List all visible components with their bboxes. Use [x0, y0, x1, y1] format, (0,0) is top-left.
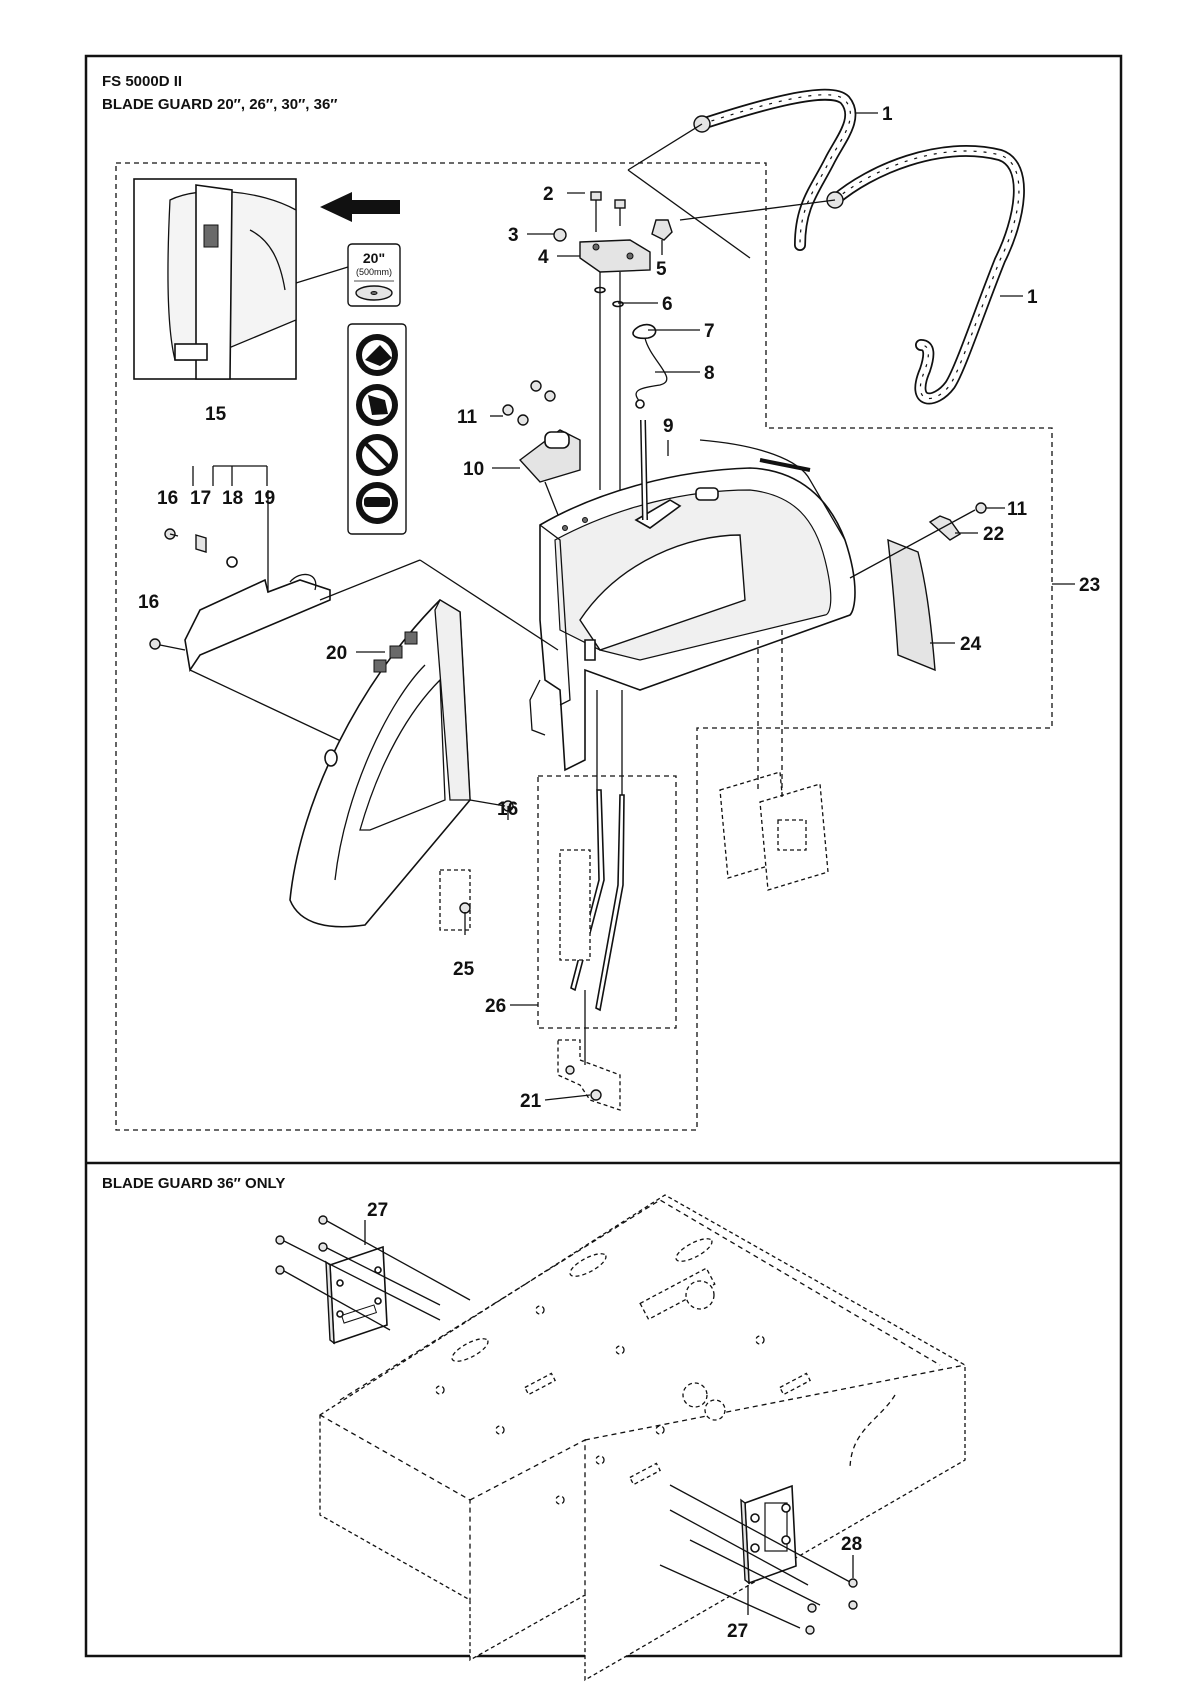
section-title-36: BLADE GUARD 36″ ONLY [102, 1175, 285, 1192]
nut-21 [590, 1089, 602, 1101]
screw-11b [975, 502, 987, 514]
rod-group-box [537, 775, 677, 1029]
callout-8: 8 [704, 363, 715, 384]
screws-11 [502, 380, 556, 426]
spacer-plates [719, 630, 829, 891]
rubber-flap-24 [887, 538, 936, 672]
blade-guard-9 [529, 419, 856, 772]
hose-part-1 [693, 88, 1025, 405]
blade-disc-icon: 20" (500mm) [347, 243, 401, 307]
callout-2: 2 [543, 184, 554, 205]
screw-16b [149, 638, 161, 650]
callout-19: 19 [254, 488, 275, 509]
washer-18 [226, 556, 238, 568]
callout-numbers: 1 1 2 3 4 5 6 7 8 9 10 11 11 15 16 17 18… [138, 104, 1100, 1642]
callout-24: 24 [960, 634, 982, 655]
callout-5: 5 [656, 259, 667, 280]
nut-25 [459, 902, 471, 914]
callout-11b: 11 [1007, 499, 1028, 520]
clip-22 [928, 515, 962, 541]
callout-26: 26 [485, 996, 506, 1017]
chassis-frame [319, 1194, 966, 1682]
callout-1a: 1 [882, 104, 893, 125]
washer-17 [195, 534, 207, 553]
no-entry-icon [356, 434, 398, 476]
callout-1b: 1 [1027, 287, 1038, 308]
view-arrow-icon [320, 192, 400, 222]
callout-22: 22 [983, 524, 1004, 545]
callout-9: 9 [663, 416, 674, 437]
assembly-boundary [115, 162, 1053, 1131]
callout-leaders [356, 112, 1075, 1101]
callout-28: 28 [841, 1534, 862, 1555]
wire-8 [635, 337, 668, 403]
rod-26 [559, 690, 625, 1012]
model-title: FS 5000D II [102, 73, 182, 90]
callout-10: 10 [463, 459, 484, 480]
callout-4: 4 [538, 247, 549, 268]
callout-20: 20 [326, 643, 347, 664]
callout-21: 21 [520, 1091, 542, 1112]
callout-17: 17 [190, 488, 211, 509]
mount-plate-27b [659, 1484, 858, 1635]
safety-pictogram-icon [347, 323, 407, 535]
mount-plate-27a [275, 1215, 471, 1345]
inset-detail [133, 178, 297, 380]
callout-16a: 16 [157, 488, 178, 509]
bolt-28 [848, 1578, 858, 1588]
callout-25: 25 [453, 959, 475, 980]
callout-18: 18 [222, 488, 243, 509]
callout-27a: 27 [367, 1200, 388, 1221]
callout-11a: 11 [457, 407, 478, 428]
bolts-2 [590, 191, 626, 232]
rod-mount [557, 1039, 621, 1111]
callout-27b: 27 [727, 1621, 748, 1642]
fitting-5 [651, 219, 673, 241]
callout-15: 15 [205, 404, 227, 425]
callout-7: 7 [704, 321, 715, 342]
callout-16c: 16 [497, 799, 518, 820]
section-title: BLADE GUARD 20″, 26″, 30″, 36″ [102, 96, 337, 113]
svg-text:20": 20" [363, 250, 385, 266]
callout-3: 3 [508, 225, 519, 246]
nut-3 [553, 228, 567, 242]
bracket-19 [184, 578, 331, 673]
callout-6: 6 [662, 294, 673, 315]
svg-text:(500mm): (500mm) [356, 267, 392, 277]
callout-16b: 16 [138, 592, 159, 613]
front-guard-cover-20 [289, 598, 471, 928]
cable-loop-7 [632, 323, 657, 340]
clamp-block-4 [579, 239, 651, 273]
callout-23: 23 [1079, 575, 1100, 596]
